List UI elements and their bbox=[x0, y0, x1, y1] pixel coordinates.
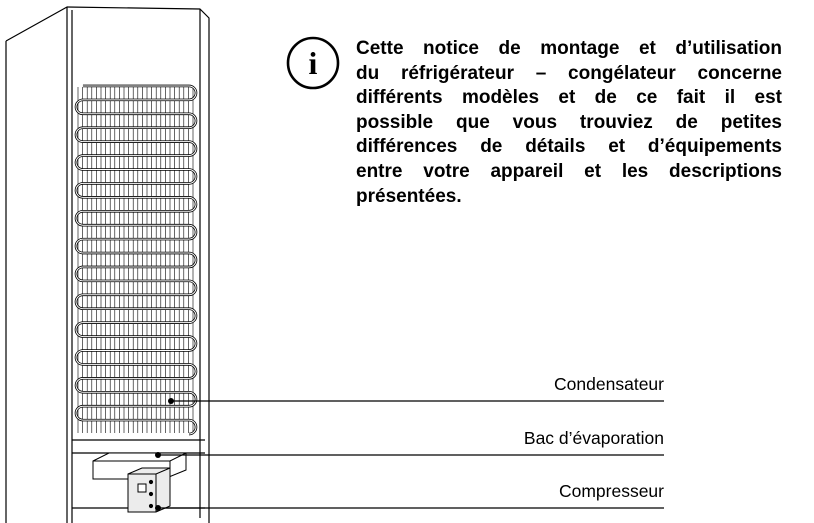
notice-text: Cette notice de montage et d’utilisation… bbox=[356, 37, 782, 209]
condenser-coil bbox=[74, 84, 198, 436]
notice-line-2: du réfrigérateur – congélateur concerne bbox=[356, 62, 782, 84]
coil-tube-outer bbox=[74, 84, 198, 436]
fridge-side-panel bbox=[5, 6, 68, 523]
info-icon: i bbox=[286, 36, 340, 90]
notice-line-5: différences de détails et d’équipements bbox=[356, 136, 782, 158]
coil-tube-inner bbox=[75, 85, 197, 435]
info-icon-glyph: i bbox=[309, 45, 318, 81]
notice-line-3: différents modèles et de ce fait il est bbox=[356, 87, 782, 109]
leader-dot-compresseur bbox=[155, 505, 161, 511]
notice-line-7: présentées. bbox=[356, 185, 462, 207]
notice-line-4: possible que vous trouviez de petites bbox=[356, 111, 782, 133]
notice-line-6: entre votre appareil et les descriptions bbox=[356, 160, 782, 182]
label-bac-evaporation: Bac d’évaporation bbox=[523, 428, 664, 448]
label-compresseur: Compresseur bbox=[558, 481, 664, 501]
leader-dot-bac bbox=[155, 452, 161, 458]
leader-dot-condensateur bbox=[168, 398, 174, 404]
compressor bbox=[127, 467, 171, 513]
fridge-back-panel bbox=[66, 6, 210, 523]
notice-line-1: Cette notice de montage et d’utilisation bbox=[356, 38, 782, 59]
label-condensateur: Condensateur bbox=[554, 374, 664, 394]
